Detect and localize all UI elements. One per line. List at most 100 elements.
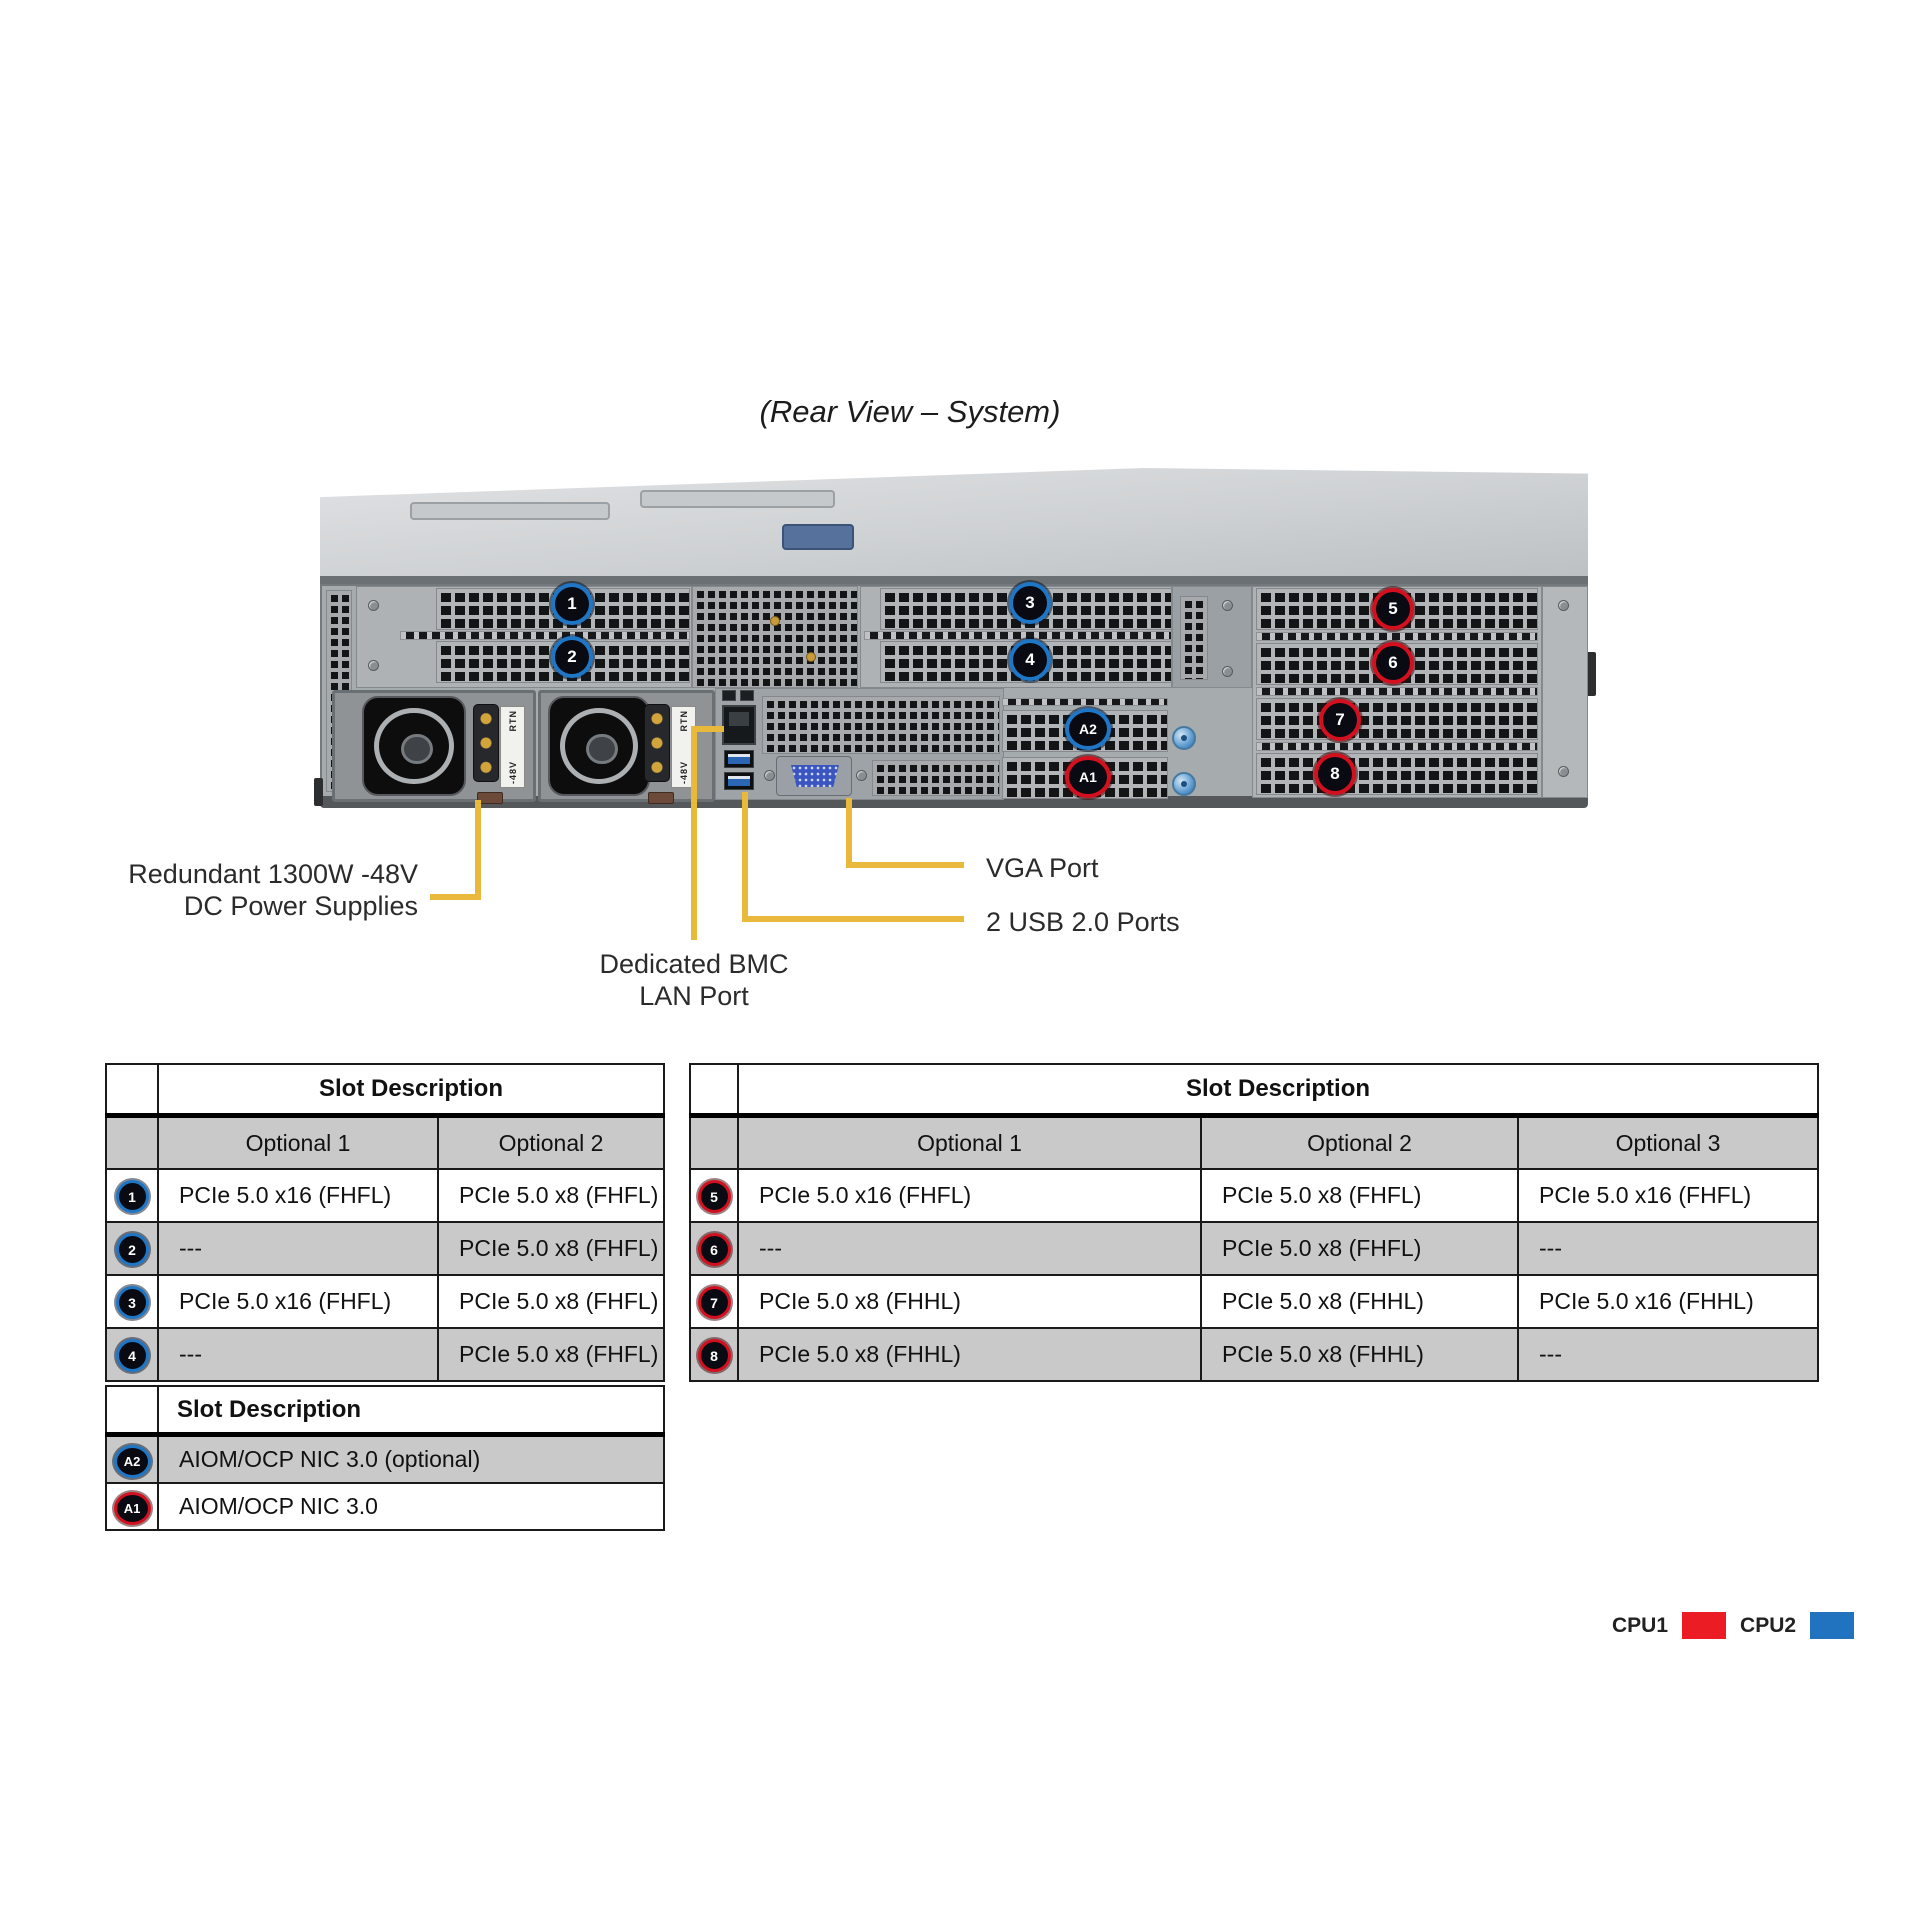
slot-divider-strip [1002, 698, 1168, 706]
psu-callout-line [430, 894, 481, 900]
chassis-right-wall [1542, 586, 1588, 798]
slot-divider-strip [1256, 687, 1538, 696]
table-row: A2 AIOM/OCP NIC 3.0 (optional) [105, 1433, 665, 1484]
slot-cell: PCIe 5.0 x8 (FHHL) [737, 1274, 1202, 1329]
screw-icon [1222, 666, 1233, 677]
psu-latch [477, 792, 503, 804]
callout-slot-4: 4 [1013, 643, 1047, 677]
table-title: Slot Description [157, 1385, 665, 1437]
slot-cell: AIOM/OCP NIC 3.0 [157, 1482, 665, 1531]
psu-fan-icon [548, 696, 650, 796]
usb-port-1 [724, 750, 754, 768]
vga-callout-line [846, 862, 964, 868]
bmc-lan-label: Dedicated BMC LAN Port [544, 948, 844, 1012]
slot-divider-strip [864, 631, 1172, 640]
slot-cell: PCIe 5.0 x16 (FHFL) [157, 1168, 439, 1223]
slot-cell: --- [1516, 1221, 1820, 1276]
psu-sticker-48v: -48V [678, 760, 689, 784]
bmc-callout-line [691, 726, 724, 732]
row-badge-a1: A1 [116, 1494, 148, 1522]
figure-title: (Rear View – System) [759, 394, 1061, 429]
table-row: 6 --- PCIe 5.0 x8 (FHFL) --- [689, 1221, 1820, 1276]
legend-cpu2-label: CPU2 [1740, 1613, 1797, 1637]
usb-callout-line [742, 916, 964, 922]
table-row: 8 PCIe 5.0 x8 (FHHL) PCIe 5.0 x8 (FHHL) … [689, 1327, 1820, 1382]
empty-cell [105, 1114, 159, 1170]
column-header: Optional 3 [1516, 1114, 1820, 1170]
thumbscrew-icon [1172, 772, 1196, 796]
psu-sticker-48v: -48V [507, 760, 518, 784]
table-row: 1 PCIe 5.0 x16 (FHFL) PCIe 5.0 x8 (FHFL) [105, 1168, 665, 1223]
usb-label: 2 USB 2.0 Ports [986, 907, 1180, 937]
row-badge-2: 2 [118, 1236, 146, 1264]
table-header-row: Slot Description [105, 1385, 665, 1437]
io-vent-grid [872, 760, 1000, 796]
chassis-ear-right [1586, 652, 1596, 696]
table-header-row: Slot Description [689, 1063, 1820, 1118]
vga-callout-line [846, 798, 852, 868]
cpu2-color-swatch [1810, 1612, 1855, 1639]
pcie-slot-7-vent [1256, 698, 1538, 740]
legend-cpu1-label: CPU1 [1612, 1613, 1669, 1637]
screw-icon [1558, 766, 1569, 777]
row-badge-4: 4 [118, 1342, 146, 1370]
psu-sticker-rtn: RTN [678, 710, 689, 732]
psu-fan-icon [362, 696, 466, 796]
screw-icon [856, 770, 867, 781]
lid-badge [782, 524, 854, 550]
row-badge-5: 5 [700, 1183, 728, 1211]
io-port-small [722, 690, 736, 701]
psu-voltage-sticker: RTN -48V [500, 706, 525, 788]
slot-cell: PCIe 5.0 x8 (FHHL) [737, 1327, 1202, 1382]
slot-cell: PCIe 5.0 x8 (FHFL) [437, 1274, 665, 1329]
column-header-row: Optional 1 Optional 2 [105, 1114, 665, 1170]
slot-divider-strip [400, 631, 690, 640]
thumbscrew-icon [1172, 726, 1196, 750]
psu-label-line2: DC Power Supplies [183, 891, 418, 921]
callout-slot-2: 2 [555, 640, 589, 674]
row-badge-3: 3 [118, 1289, 146, 1317]
cpu1-color-swatch [1682, 1612, 1727, 1639]
slot-cell: PCIe 5.0 x8 (FHFL) [1200, 1168, 1519, 1223]
slot-cell: PCIe 5.0 x8 (FHFL) [437, 1327, 665, 1382]
psu-callout-line [475, 800, 481, 900]
slot-cell: PCIe 5.0 x8 (FHFL) [437, 1221, 665, 1276]
bmc-label-line2: LAN Port [639, 981, 749, 1011]
chassis-ear-left [314, 778, 323, 806]
lid-latch [640, 490, 835, 508]
slot-cell: PCIe 5.0 x8 (FHFL) [1200, 1221, 1519, 1276]
slot-cell: PCIe 5.0 x8 (FHHL) [1200, 1274, 1519, 1329]
empty-cell [105, 1063, 159, 1118]
center-vent-column [692, 586, 858, 688]
empty-cell [689, 1114, 739, 1170]
row-badge-8: 8 [700, 1342, 728, 1370]
callout-slot-8: 8 [1318, 757, 1352, 791]
slot-cell: PCIe 5.0 x16 (FHFL) [737, 1168, 1202, 1223]
column-header: Optional 2 [437, 1114, 665, 1170]
row-badge-1: 1 [118, 1183, 146, 1211]
screw-icon [1222, 600, 1233, 611]
table-title: Slot Description [157, 1063, 665, 1118]
lid-panel-seam [320, 576, 1588, 584]
callout-slot-a1: A1 [1069, 760, 1107, 794]
slot-table-1-4: Slot Description Optional 1 Optional 2 1… [105, 1063, 665, 1382]
psu-sticker-rtn: RTN [507, 710, 518, 732]
row-badge-a2: A2 [116, 1447, 148, 1475]
psu-label: Redundant 1300W -48V DC Power Supplies [88, 858, 418, 922]
empty-cell [689, 1063, 739, 1118]
screw-icon [1558, 600, 1569, 611]
pcie-slot-8-vent [1256, 753, 1538, 795]
usb-port-2 [724, 772, 754, 790]
slot-divider-strip [1256, 632, 1538, 641]
psu-dc-connector [473, 704, 499, 782]
row-badge-6: 6 [700, 1236, 728, 1264]
psu-dc-connector [644, 704, 670, 782]
slot-cell: --- [1516, 1327, 1820, 1382]
vga-label: VGA Port [986, 853, 1099, 883]
slot-table-aiom: Slot Description A2 AIOM/OCP NIC 3.0 (op… [105, 1385, 665, 1531]
column-header: Optional 1 [737, 1114, 1202, 1170]
vga-port [776, 756, 852, 796]
column-header: Optional 1 [157, 1114, 439, 1170]
callout-slot-3: 3 [1013, 586, 1047, 620]
